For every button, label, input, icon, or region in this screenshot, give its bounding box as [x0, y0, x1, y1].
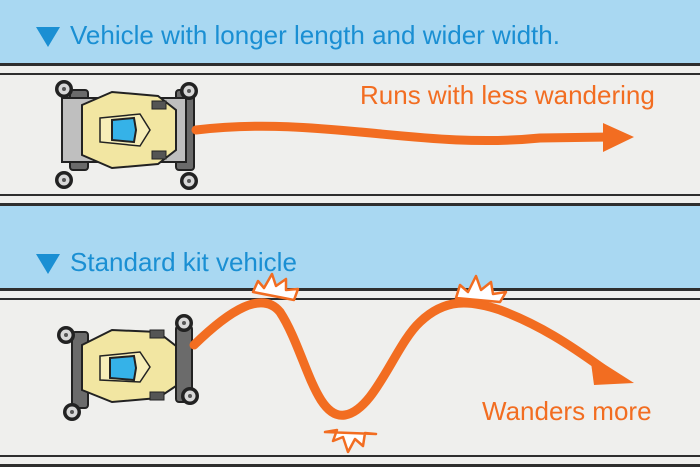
gentle-path — [191, 121, 634, 152]
triangle-marker-icon — [36, 26, 60, 47]
heading-text: Standard kit vehicle — [70, 247, 297, 277]
triangle-marker-icon — [36, 253, 60, 274]
heading-text: Vehicle with longer length and wider wid… — [70, 20, 560, 50]
heading-standard-vehicle: Standard kit vehicle — [36, 247, 297, 278]
arrowhead-icon — [590, 355, 634, 385]
wide-car-icon — [55, 80, 198, 190]
caption-wanders-more: Wanders more — [482, 396, 652, 426]
wandering-path — [189, 298, 634, 420]
heading-long-wide-vehicle: Vehicle with longer length and wider wid… — [36, 20, 560, 51]
caption-less-wandering: Runs with less wandering — [360, 80, 655, 110]
impact-burst-icon — [251, 272, 300, 302]
arrowhead-icon — [603, 123, 634, 152]
impact-burst-icon — [323, 428, 378, 454]
impact-burst-icon — [454, 274, 508, 304]
standard-car-icon — [57, 314, 199, 421]
